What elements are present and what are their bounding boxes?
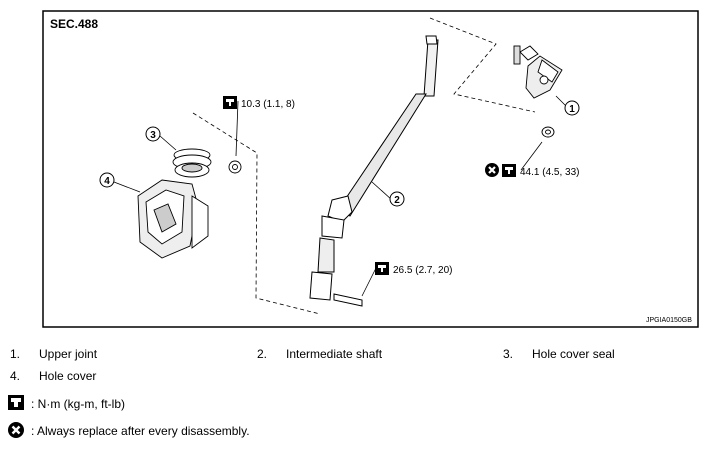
torque-spec-upper-joint: 44.1 (4.5, 33)	[483, 161, 579, 179]
exploded-view-diagram: SEC.488 JPGIA0150GB	[42, 10, 699, 328]
part-label: Hole cover seal	[532, 347, 615, 361]
svg-text:3: 3	[150, 130, 156, 141]
figure-code: JPGIA0150GB	[646, 317, 692, 324]
callout-1: 1	[564, 100, 580, 116]
callout-4: 4	[99, 172, 115, 188]
upper-joint	[513, 45, 563, 138]
part-number: 4.	[10, 369, 21, 383]
hole-cover	[137, 179, 209, 259]
torque-spec-upper-left: 10.3 (1.1, 8)	[223, 96, 295, 110]
torque-wrench-icon	[223, 96, 237, 109]
hole-cover-seal	[172, 148, 242, 178]
replace-note-text: : Always replace after every disassembly…	[31, 424, 250, 438]
svg-text:2: 2	[394, 195, 400, 206]
part-number: 2.	[257, 347, 268, 361]
torque-units-text: : N·m (kg-m, ft-lb)	[31, 397, 125, 411]
torque-wrench-icon	[502, 164, 516, 177]
part-label: Upper joint	[39, 347, 98, 361]
part-label: Hole cover	[39, 369, 97, 383]
callout-3: 3	[145, 126, 161, 142]
torque-wrench-icon	[375, 262, 389, 275]
svg-text:10.3 (1.1, 8): 10.3 (1.1, 8)	[241, 99, 295, 110]
intermediate-shaft	[309, 35, 439, 307]
part-number: 3.	[503, 347, 514, 361]
assembly-guide-lines	[192, 17, 536, 315]
svg-text:26.5 (2.7, 20): 26.5 (2.7, 20)	[393, 265, 452, 276]
svg-text:44.1 (4.5, 33): 44.1 (4.5, 33)	[520, 167, 579, 178]
section-label: SEC.488	[50, 17, 98, 31]
part-label: Intermediate shaft	[286, 347, 383, 361]
torque-spec-lower-bolt: 26.5 (2.7, 20)	[375, 262, 452, 276]
part-number: 1.	[10, 347, 21, 361]
callout-2: 2	[389, 191, 405, 207]
svg-text:4: 4	[104, 176, 110, 187]
torque-wrench-icon	[8, 395, 24, 410]
svg-text:1: 1	[569, 104, 575, 115]
do-not-reuse-icon	[8, 422, 24, 438]
do-not-reuse-icon	[483, 161, 501, 179]
